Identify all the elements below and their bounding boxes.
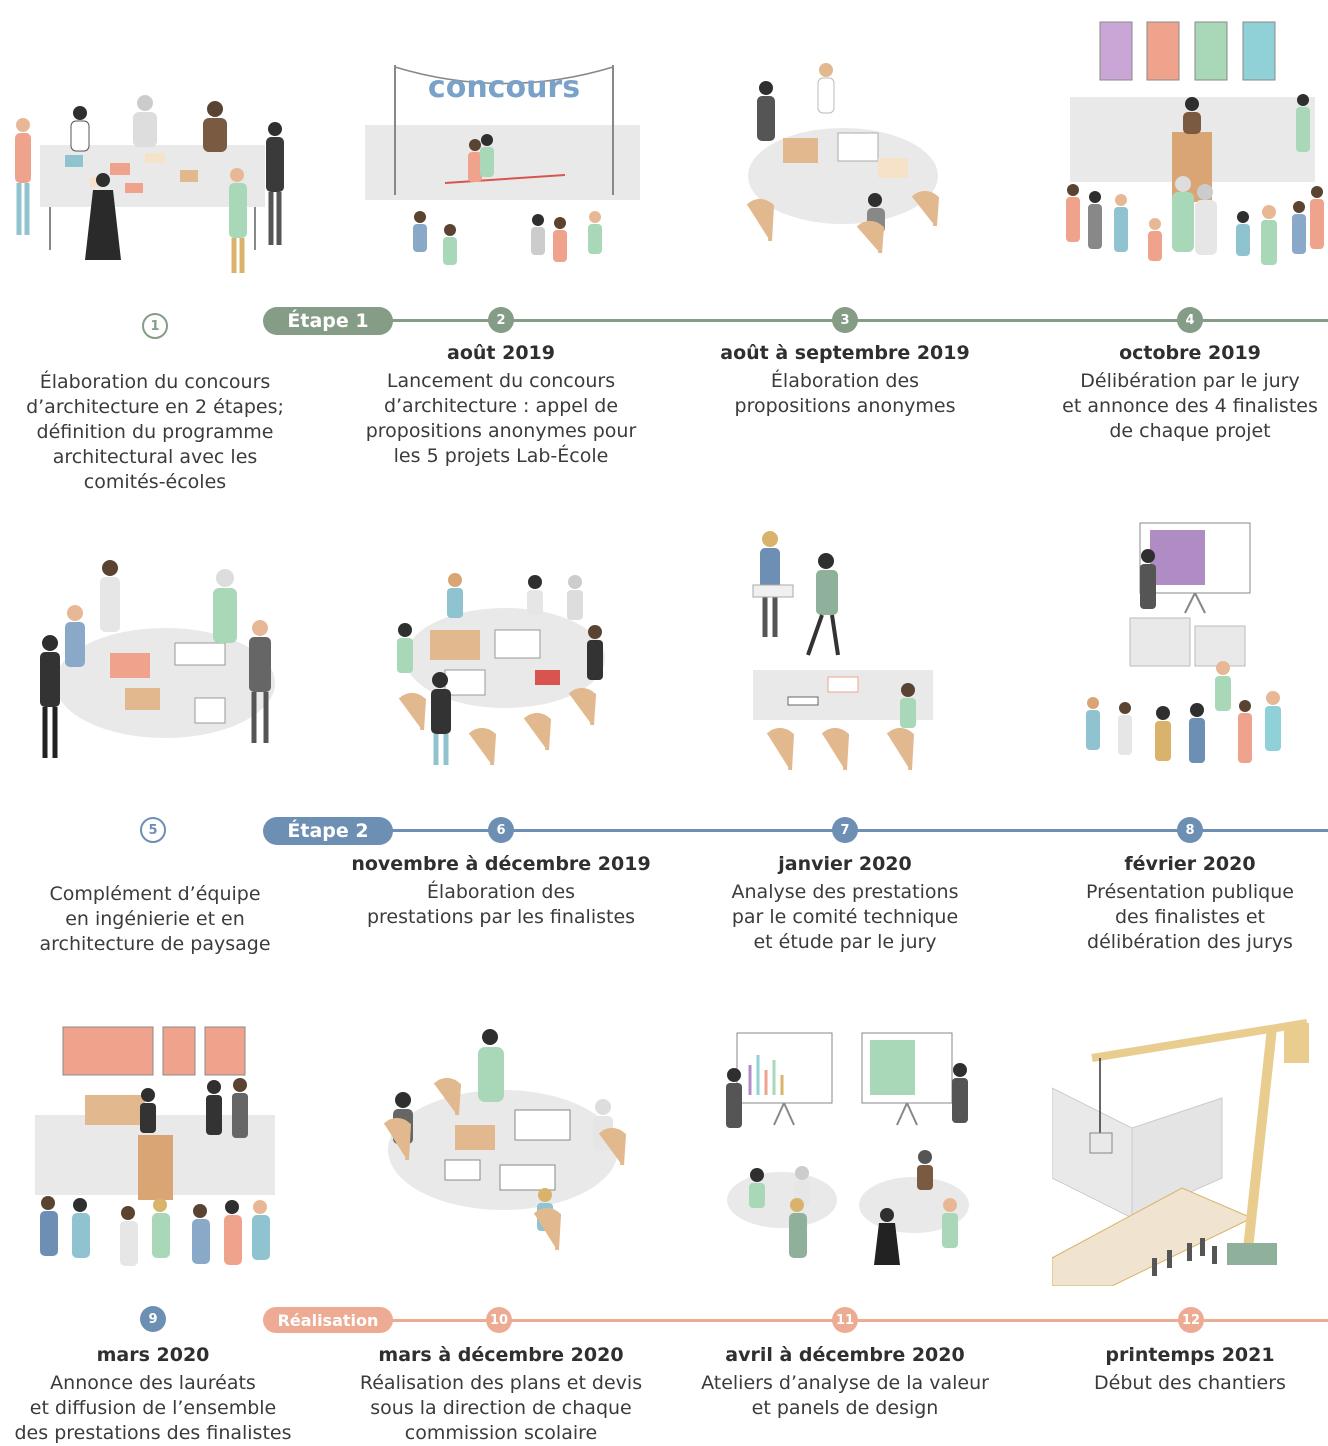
illustration-technical-analysis [748, 525, 938, 780]
step-12-caption: printemps 2021 Début des chantiers [1030, 1344, 1328, 1396]
step-10-caption: mars à décembre 2020 Réalisation des pla… [341, 1344, 661, 1446]
illustration-team-complement [35, 548, 305, 763]
step-8-date: février 2020 [1124, 853, 1256, 875]
step-8-description: Présentation publique des finalistes et … [1086, 881, 1294, 953]
concours-banner: concours [428, 70, 580, 105]
step-3-description: Élaboration des propositions anonymes [734, 370, 956, 417]
section-label-realisation: Réalisation [263, 1307, 393, 1333]
step-1-caption: Élaboration du concours d’architecture e… [0, 370, 315, 495]
illustration-anonymous-proposals [728, 58, 958, 258]
step-10-description: Réalisation des plans et devis sous la d… [359, 1372, 643, 1444]
illustration-value-analysis-workshops [722, 1025, 984, 1275]
step-12-description: Début des chantiers [1094, 1372, 1286, 1394]
step-2-caption: août 2019 Lancement du concours d’archit… [341, 342, 661, 469]
step-2-date: août 2019 [447, 342, 555, 364]
step-3-caption: août à septembre 2019 Élaboration des pr… [685, 342, 1005, 419]
step-6-date: novembre à décembre 2019 [351, 853, 651, 875]
illustration-concours-launch: concours [355, 5, 645, 285]
step-number-2: 2 [488, 307, 514, 333]
step-10-date: mars à décembre 2020 [378, 1344, 624, 1366]
illustration-plans-and-estimates [375, 1025, 630, 1265]
illustration-construction-site [1052, 1018, 1328, 1286]
step-11-description: Ateliers d’analyse de la valeur et panel… [701, 1372, 989, 1419]
step-3-date: août à septembre 2019 [720, 342, 970, 364]
step-number-8: 8 [1177, 817, 1203, 843]
step-number-1: 1 [142, 313, 168, 339]
section-label-etape2: Étape 2 [263, 817, 393, 845]
step-number-7: 7 [832, 817, 858, 843]
step-9-date: mars 2020 [96, 1344, 210, 1366]
section-label-etape1: Étape 1 [263, 307, 393, 335]
step-7-date: janvier 2020 [778, 853, 912, 875]
step-7-caption: janvier 2020 Analyse des prestations par… [685, 853, 1005, 955]
step-11-caption: avril à décembre 2020 Ateliers d’analyse… [685, 1344, 1005, 1421]
step-5-description: Complément d’équipe en ingénierie et en … [39, 883, 271, 955]
step-12-date: printemps 2021 [1105, 1344, 1275, 1366]
illustration-finalist-work [385, 570, 625, 770]
step-4-caption: octobre 2019 Délibération par le jury et… [1030, 342, 1328, 444]
step-6-caption: novembre à décembre 2019 Élaboration des… [341, 853, 661, 930]
step-6-description: Élaboration des prestations par les fina… [366, 881, 636, 928]
step-number-12: 12 [1178, 1307, 1204, 1333]
illustration-team-planning [5, 85, 305, 285]
step-number-4: 4 [1177, 307, 1203, 333]
step-9-caption: mars 2020 Annonce des lauréats et diffus… [0, 1344, 313, 1446]
step-number-11: 11 [832, 1307, 858, 1333]
step-number-9: 9 [140, 1306, 166, 1332]
step-11-date: avril à décembre 2020 [725, 1344, 965, 1366]
step-2-description: Lancement du concours d’architecture : a… [365, 370, 637, 467]
step-number-10: 10 [486, 1307, 512, 1333]
illustration-jury-deliberation [1055, 12, 1328, 292]
step-1-description: Élaboration du concours d’architecture e… [26, 371, 284, 493]
step-number-5: 5 [140, 817, 166, 843]
step-number-3: 3 [832, 307, 858, 333]
illustration-winners-announcement [30, 1025, 280, 1280]
step-9-description: Annonce des lauréats et diffusion de l’e… [14, 1372, 292, 1444]
step-5-caption: Complément d’équipe en ingénierie et en … [0, 882, 315, 957]
illustration-public-presentation [1075, 518, 1300, 780]
step-4-date: octobre 2019 [1119, 342, 1261, 364]
step-8-caption: février 2020 Présentation publique des f… [1030, 853, 1328, 955]
step-7-description: Analyse des prestations par le comité te… [731, 881, 959, 953]
step-number-6: 6 [488, 817, 514, 843]
step-4-description: Délibération par le jury et annonce des … [1062, 370, 1318, 442]
